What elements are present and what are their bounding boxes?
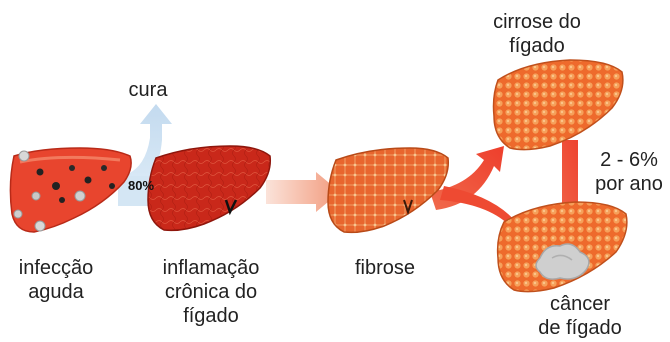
label-cirrhosis-line-2: fígado bbox=[472, 34, 602, 58]
label-cirrhosis: cirrose do fígado bbox=[472, 10, 602, 58]
label-annual-rate: 2 - 6% por ano bbox=[590, 148, 668, 196]
label-cirrhosis-line-1: cirrose do bbox=[472, 10, 602, 34]
label-chronic-line-3: fígado bbox=[146, 304, 276, 328]
label-liver-cancer: câncer de fígado bbox=[520, 292, 640, 340]
liver-chronic-inflammation-icon bbox=[148, 146, 270, 230]
liver-cirrhosis-icon bbox=[494, 60, 623, 150]
label-acute-line-2: aguda bbox=[6, 280, 106, 304]
cure-percentage: 80% bbox=[128, 178, 154, 193]
liver-acute-infection-icon bbox=[10, 148, 131, 232]
label-cancer-line-1: câncer bbox=[520, 292, 640, 316]
liver-fibrosis-icon bbox=[328, 148, 448, 232]
label-acute-line-1: infecção bbox=[6, 256, 106, 280]
label-chronic-line-1: inflamação bbox=[146, 256, 276, 280]
label-rate-line-2: por ano bbox=[590, 172, 668, 196]
label-chronic-line-2: crônica do bbox=[146, 280, 276, 304]
label-rate-line-1: 2 - 6% bbox=[590, 148, 668, 172]
liver-cancer-icon bbox=[498, 202, 627, 292]
label-acute-infection: infecção aguda bbox=[6, 256, 106, 304]
label-cure: cura bbox=[118, 78, 178, 102]
label-fibrosis: fibrose bbox=[340, 256, 430, 280]
label-chronic-inflammation: inflamação crônica do fígado bbox=[146, 256, 276, 328]
label-cancer-line-2: de fígado bbox=[520, 316, 640, 340]
